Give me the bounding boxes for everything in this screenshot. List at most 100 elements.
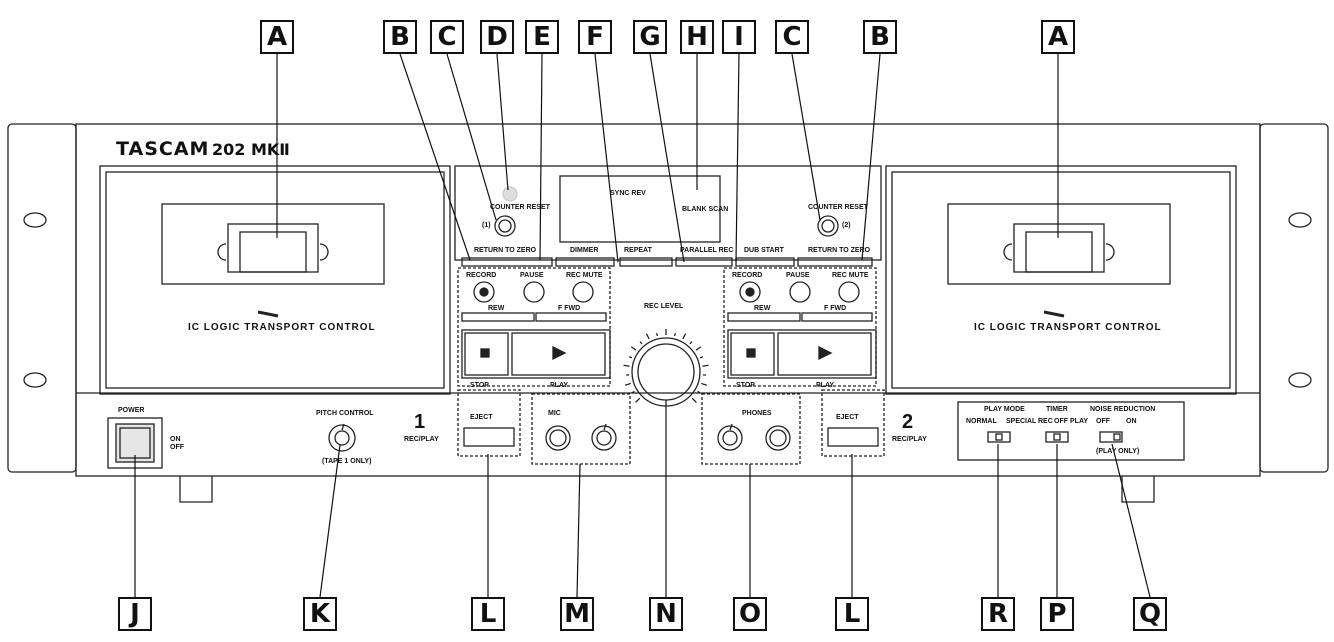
rec-level-tick — [639, 341, 643, 345]
special-label: SPECIAL — [1006, 418, 1037, 425]
play-label-2: PLAY — [816, 382, 835, 389]
eject-label-2: EJECT — [836, 414, 859, 421]
callout-top-10: C — [775, 20, 809, 54]
callout-top-7: G — [633, 20, 667, 54]
pitch-control-label: PITCH CONTROL — [316, 410, 374, 417]
dimmer-indicator — [502, 186, 518, 202]
fl-display — [559, 175, 721, 243]
logic-label-1: IC LOGIC TRANSPORT CONTROL — [188, 322, 376, 333]
counter-reset-label-1: COUNTER RESET — [490, 204, 550, 211]
rec-level-tick — [691, 397, 697, 403]
record-label-2: RECORD — [732, 272, 763, 279]
rew-button-1 — [461, 312, 535, 322]
rec-level-tick — [623, 364, 630, 367]
counter-deck1-tag: (1) — [482, 222, 491, 229]
callout-bottom-10: Q — [1133, 597, 1167, 631]
rec-level-tick — [700, 382, 708, 386]
nr-off-label: OFF — [1096, 418, 1110, 425]
phones-jack — [765, 425, 791, 451]
timer-off-label: OFF — [1054, 418, 1068, 425]
counter-deck2-tag: (2) — [842, 222, 851, 229]
pause-label-1: PAUSE — [520, 272, 544, 279]
stop-label-2: STOP — [736, 382, 755, 389]
eject-label-1: EJECT — [470, 414, 493, 421]
pause-label-2: PAUSE — [786, 272, 810, 279]
ffwd-label-2: F FWD — [824, 305, 847, 312]
callout-bottom-5: N — [649, 597, 683, 631]
leader-lines — [134, 53, 1151, 598]
power-label: POWER — [118, 407, 145, 414]
blank-scan-label: BLANK SCAN — [682, 206, 729, 213]
callout-bottom-8: R — [981, 597, 1015, 631]
transport-keys-2 — [727, 329, 877, 379]
rec-level-knob — [631, 337, 701, 407]
callout-top-8: H — [680, 20, 714, 54]
rtz-label-2: RETURN TO ZERO — [808, 247, 871, 254]
timer-rec-label: REC — [1038, 418, 1053, 425]
rec-level-tick — [624, 382, 632, 386]
transport-keys-1 — [461, 329, 611, 379]
deck-1-number: 1 — [414, 411, 426, 433]
callout-top-6: F — [578, 20, 612, 54]
rec-level-tick — [702, 364, 709, 367]
counter-reset-button-1 — [494, 215, 516, 237]
noise-reduction-label: NOISE REDUCTION — [1090, 406, 1156, 413]
parallel-rec-label: PARALLEL REC — [680, 247, 734, 254]
rec-level-tick — [656, 332, 658, 337]
dub-start-label: DUB START — [744, 247, 784, 254]
callout-top-5: E — [525, 20, 559, 54]
counter-reset-button-2 — [817, 215, 839, 237]
rec-level-tick — [628, 356, 633, 359]
counter-reset-label-2: COUNTER RESET — [808, 204, 868, 211]
pitch-control-knob — [328, 424, 356, 452]
logic-label-2: IC LOGIC TRANSPORT CONTROL — [974, 322, 1162, 333]
callout-bottom-9: P — [1040, 597, 1074, 631]
rew-label-1: REW — [488, 305, 505, 312]
rec-level-tick — [631, 390, 635, 394]
timer-play-label: PLAY — [1070, 418, 1089, 425]
ffwd-label-1: F FWD — [558, 305, 581, 312]
rec-level-tick — [645, 333, 650, 340]
rec-level-tick — [630, 346, 637, 351]
deck-2-number: 2 — [902, 411, 914, 433]
dimmer-label: DIMMER — [570, 247, 599, 254]
model-name: 202 MKⅡ — [212, 140, 290, 159]
switch-panel — [957, 401, 1185, 461]
timer-switch — [1045, 431, 1069, 443]
repeat-label: REPEAT — [624, 247, 652, 254]
tape1-only-label: (TAPE 1 ONLY) — [322, 458, 372, 465]
rec-level-tick — [689, 341, 693, 345]
rec-mute-button-2 — [838, 281, 860, 303]
rec-level-tick — [697, 390, 701, 394]
rec-mute-button-1 — [572, 281, 594, 303]
rack-ear-right — [1259, 123, 1329, 473]
normal-label: NORMAL — [966, 418, 997, 425]
pause-button-2 — [789, 281, 811, 303]
phones-level-knob — [717, 425, 743, 451]
brand-logo: TASCAM — [116, 138, 210, 160]
rec-level-tick — [674, 332, 676, 337]
callout-bottom-3: L — [471, 597, 505, 631]
ffwd-button-2 — [801, 312, 873, 322]
play-only-label: (PLAY ONLY) — [1096, 448, 1140, 455]
rew-label-2: REW — [754, 305, 771, 312]
nr-on-label: ON — [1126, 418, 1137, 425]
callout-bottom-7: L — [835, 597, 869, 631]
power-off-label: OFF — [170, 444, 184, 451]
control-display-window — [454, 165, 882, 261]
callout-top-4: D — [480, 20, 514, 54]
callout-top-9: I — [722, 20, 756, 54]
deck-1-rec-play: REC/PLAY — [404, 436, 439, 443]
rec-level-tick — [682, 333, 687, 340]
rtz-label-1: RETURN TO ZERO — [474, 247, 537, 254]
play-label-1: PLAY — [550, 382, 569, 389]
callout-top-2: B — [383, 20, 417, 54]
callout-top-11: B — [863, 20, 897, 54]
play-mode-label: PLAY MODE — [984, 406, 1025, 413]
play-mode-switch — [987, 431, 1011, 443]
deck-2-rec-play: REC/PLAY — [892, 436, 927, 443]
deck-2-window — [947, 203, 1171, 285]
rack-ear-left — [7, 123, 77, 473]
